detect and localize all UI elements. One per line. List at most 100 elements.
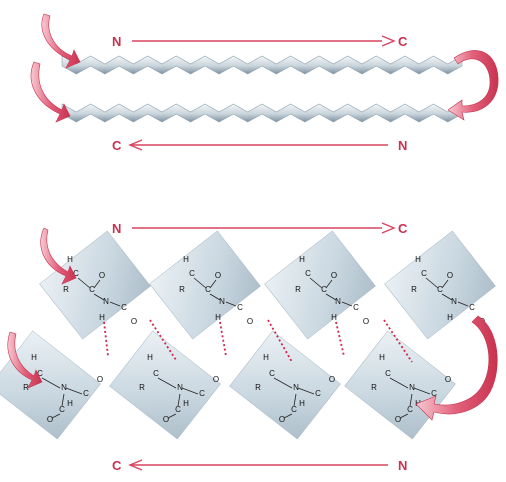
- terminus-n-detailed-bottom: N: [398, 458, 407, 473]
- direction-arrow-detailed-bottom: C N: [112, 458, 407, 473]
- atom-c2: C: [121, 303, 127, 312]
- atom-h-n: H: [67, 399, 73, 408]
- atom-h: H: [415, 255, 421, 264]
- atom-o2: O: [363, 317, 369, 326]
- atom-c-alpha: C: [189, 269, 195, 278]
- atom-o2: O: [131, 317, 137, 326]
- atom-c-alpha: C: [153, 369, 159, 378]
- bond: [441, 293, 453, 301]
- bond: [181, 387, 199, 395]
- peptide-plane-lower-1: [109, 330, 221, 440]
- terminus-n-bottom: N: [398, 138, 407, 153]
- bond: [61, 393, 65, 407]
- terminus-c-top: C: [398, 34, 408, 49]
- atom-r: R: [179, 285, 185, 294]
- atom-c-alpha: C: [269, 369, 275, 378]
- atom-h: H: [31, 353, 37, 362]
- atom-c-alpha: C: [421, 269, 427, 278]
- atom-n: N: [335, 297, 341, 306]
- atom-n: N: [103, 297, 109, 306]
- atom-h-n: H: [331, 313, 337, 322]
- atom-c: C: [59, 405, 65, 414]
- atom-h: H: [147, 353, 153, 362]
- atom-r: R: [139, 383, 145, 392]
- bond: [157, 377, 177, 389]
- atom-c: C: [175, 405, 181, 414]
- atom-c: C: [407, 405, 413, 414]
- atom-c: C: [437, 285, 443, 294]
- bond: [93, 293, 105, 301]
- bond: [65, 387, 83, 395]
- peptide-plane-upper-1: [149, 230, 261, 340]
- atom-c: C: [205, 285, 211, 294]
- atom-o2: O: [329, 375, 335, 384]
- bond: [273, 377, 293, 389]
- atom-n: N: [409, 383, 415, 392]
- hydrogen-bond-4: [335, 321, 345, 357]
- atom-o: O: [279, 415, 285, 424]
- atom-c2: C: [315, 389, 321, 398]
- atom-h: H: [183, 255, 189, 264]
- atom-c2: C: [469, 303, 475, 312]
- atom-c2: C: [237, 303, 243, 312]
- atom-c2: C: [83, 389, 89, 398]
- atom-c-alpha: C: [305, 269, 311, 278]
- peptide-plane-upper-3: [384, 230, 496, 340]
- bond: [51, 413, 61, 419]
- bond: [425, 277, 439, 289]
- bond: [225, 301, 237, 307]
- atom-h-n: H: [447, 313, 453, 322]
- atom-r: R: [295, 285, 301, 294]
- atom-r: R: [63, 285, 69, 294]
- atom-c2: C: [353, 303, 359, 312]
- atom-c: C: [291, 405, 297, 414]
- atom-o: O: [47, 415, 53, 424]
- bond: [109, 301, 121, 307]
- bond: [167, 413, 177, 419]
- bond: [457, 301, 469, 307]
- curl-arrow-lower-strand: [7, 331, 43, 389]
- atom-c-alpha: C: [73, 269, 79, 278]
- atom-h-n: H: [215, 313, 221, 322]
- bond: [41, 377, 61, 389]
- atom-n: N: [293, 383, 299, 392]
- atom-o: O: [395, 415, 401, 424]
- hydrogen-bond-0: [103, 321, 109, 357]
- peptide-plane-upper-0: [39, 230, 151, 340]
- hydrogen-bonds: [103, 319, 413, 363]
- loop-arrow-detailed-right: [415, 315, 498, 421]
- bond: [325, 293, 337, 301]
- terminus-n-top: N: [112, 34, 121, 49]
- bond: [399, 413, 409, 419]
- atom-o: O: [215, 271, 221, 280]
- bond: [93, 279, 101, 289]
- atom-o: O: [447, 271, 453, 280]
- atom-r: R: [411, 285, 417, 294]
- atom-c-alpha: C: [37, 369, 43, 378]
- bond: [341, 301, 353, 307]
- strand-upper: [61, 55, 463, 75]
- curl-arrow-upper-strand: [40, 227, 77, 285]
- bond: [389, 377, 409, 389]
- curl-arrow-top-left: [41, 13, 81, 69]
- atom-o2: O: [247, 317, 253, 326]
- terminus-c-detailed-top: C: [398, 221, 408, 236]
- atom-o: O: [99, 271, 105, 280]
- direction-arrow-bottom: C N: [112, 138, 407, 153]
- terminus-c-detailed-bottom: C: [112, 458, 122, 473]
- bond: [193, 277, 207, 289]
- atom-r: R: [255, 383, 261, 392]
- bond: [441, 279, 449, 289]
- atom-n: N: [61, 383, 67, 392]
- bond: [177, 393, 181, 407]
- top-schematic: N C C N: [30, 13, 499, 153]
- atom-r: R: [371, 383, 377, 392]
- hydrogen-bond-3: [267, 319, 293, 363]
- bond: [283, 413, 293, 419]
- atom-h-n: H: [299, 399, 305, 408]
- atom-h: H: [379, 353, 385, 362]
- atom-h: H: [67, 255, 73, 264]
- bond: [409, 393, 413, 407]
- atom-o2: O: [445, 375, 451, 384]
